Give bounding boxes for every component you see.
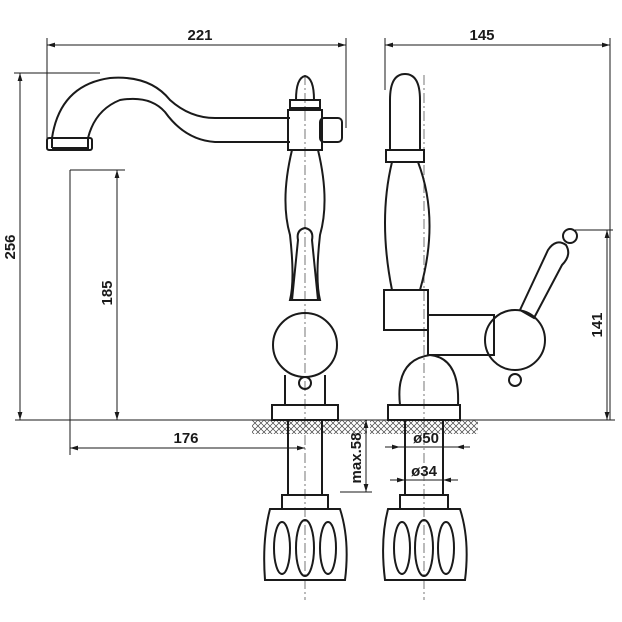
dim-145-label: 145 [469, 27, 494, 44]
dim-141-label: 141 [589, 312, 606, 337]
dim-256-label: 256 [2, 234, 19, 259]
dim-185-label: 185 [99, 280, 116, 305]
faucet-front-view [46, 74, 348, 581]
deck-hatch-left [252, 420, 367, 434]
dim-176-label: 176 [173, 430, 198, 447]
dim-diameter-50-label: ø50 [413, 430, 439, 447]
dimension-lines [14, 38, 613, 493]
dim-diameter-34-label: ø34 [411, 463, 438, 480]
faucet-side-view [382, 72, 578, 581]
dim-max58-label: max.58 [348, 433, 365, 484]
dim-221-label: 221 [187, 27, 212, 44]
